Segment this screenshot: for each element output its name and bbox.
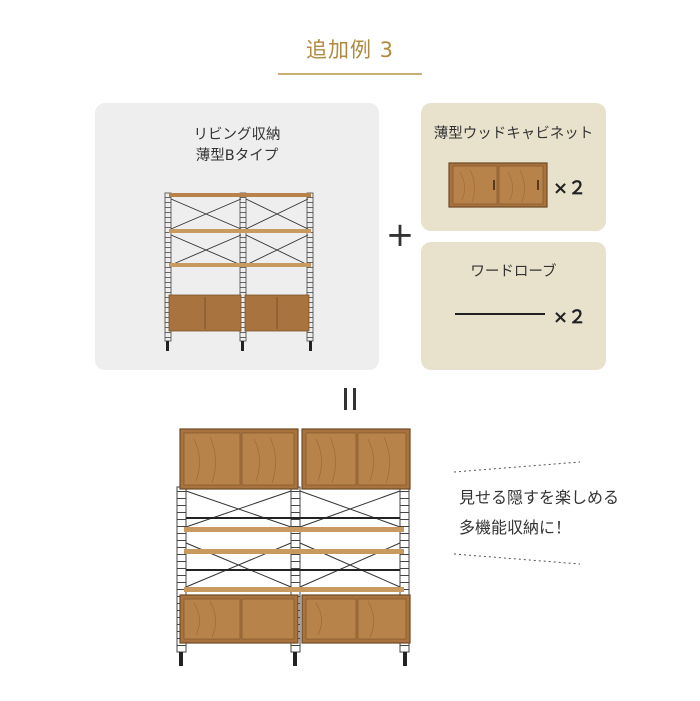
title-underline: [278, 73, 422, 75]
addon-cabinet-name: 薄型ウッドキャビネット: [433, 126, 594, 142]
feature-note-line1: 見せる隠すを楽しめる: [459, 488, 620, 507]
page-title: 追加例 3: [305, 38, 395, 62]
feature-note-line2: 多機能収納に！: [459, 518, 572, 537]
feature-note: 見せる隠すを楽しめる 多機能収納に！: [459, 483, 659, 543]
cabinet-image: [448, 162, 548, 208]
base-item-name: リビング収納 薄型Bタイプ: [95, 125, 379, 167]
base-item-line1: リビング収納: [193, 127, 281, 143]
equals-sign: [340, 388, 360, 410]
note-dotted-lines: [453, 461, 581, 565]
plus-sign: +: [385, 215, 415, 255]
addon-wardrobe-panel: [421, 242, 606, 370]
cabinet-quantity: ×２: [553, 178, 587, 199]
result-shelf-image: [176, 428, 411, 666]
base-item-line2: 薄型Bタイプ: [195, 148, 279, 164]
wardrobe-quantity: ×２: [553, 307, 587, 328]
wardrobe-bar-image: [455, 313, 545, 315]
base-shelf-image: [164, 192, 314, 351]
addon-wardrobe-name: ワードローブ: [470, 264, 557, 280]
